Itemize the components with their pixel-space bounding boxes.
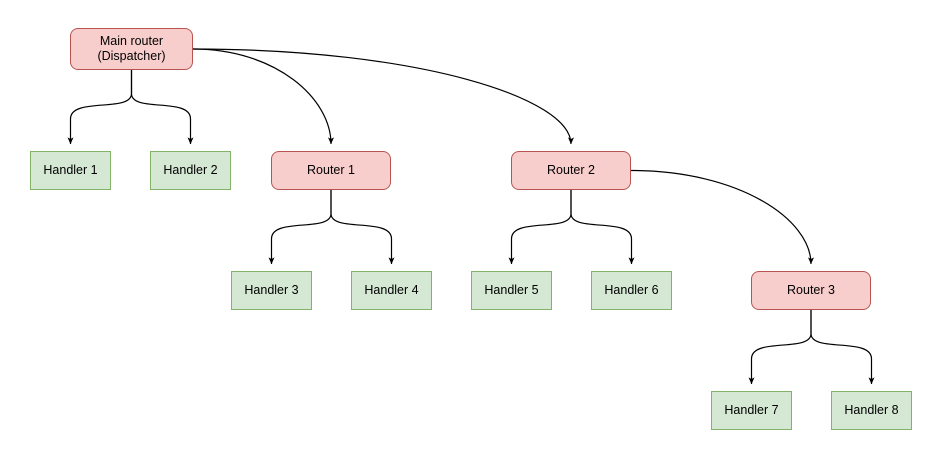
node-main-router[interactable]: Main router (Dispatcher)	[70, 28, 193, 70]
edge-r2-h5	[508, 190, 572, 265]
node-handler-5[interactable]: Handler 5	[471, 271, 552, 310]
node-label: Router 2	[547, 163, 595, 177]
node-label: Handler 2	[163, 163, 218, 177]
node-handler-7[interactable]: Handler 7	[711, 391, 792, 430]
node-router-3[interactable]: Router 3	[751, 271, 871, 310]
edge-r3-h7	[748, 310, 812, 385]
node-handler-4[interactable]: Handler 4	[351, 271, 432, 310]
node-label: Handler 8	[844, 403, 899, 417]
node-handler-8[interactable]: Handler 8	[831, 391, 912, 430]
node-label: Handler 6	[604, 283, 659, 297]
node-label: Handler 5	[484, 283, 539, 297]
node-label: Handler 1	[43, 163, 98, 177]
node-handler-1[interactable]: Handler 1	[30, 151, 111, 190]
node-label: Router 1	[307, 163, 355, 177]
node-label: Router 3	[787, 283, 835, 297]
node-handler-6[interactable]: Handler 6	[591, 271, 672, 310]
node-label: Handler 7	[724, 403, 779, 417]
edge-r3-h8	[810, 310, 875, 385]
edge-main-r1	[192, 48, 334, 145]
edge-paths	[67, 48, 875, 385]
edge-main-h1	[67, 70, 133, 145]
node-label: Handler 4	[364, 283, 419, 297]
node-label: Main router (Dispatcher)	[97, 34, 166, 63]
edge-r2-h6	[570, 190, 635, 265]
node-label: Handler 3	[244, 283, 299, 297]
edge-r1-h3	[268, 190, 332, 265]
node-handler-2[interactable]: Handler 2	[150, 151, 231, 190]
edge-r1-h4	[330, 190, 395, 265]
node-router-1[interactable]: Router 1	[271, 151, 391, 190]
node-router-2[interactable]: Router 2	[511, 151, 631, 190]
edge-main-r2	[192, 48, 574, 145]
node-handler-3[interactable]: Handler 3	[231, 271, 312, 310]
edge-main-h2	[130, 70, 194, 145]
edge-r2-r3	[630, 169, 814, 265]
